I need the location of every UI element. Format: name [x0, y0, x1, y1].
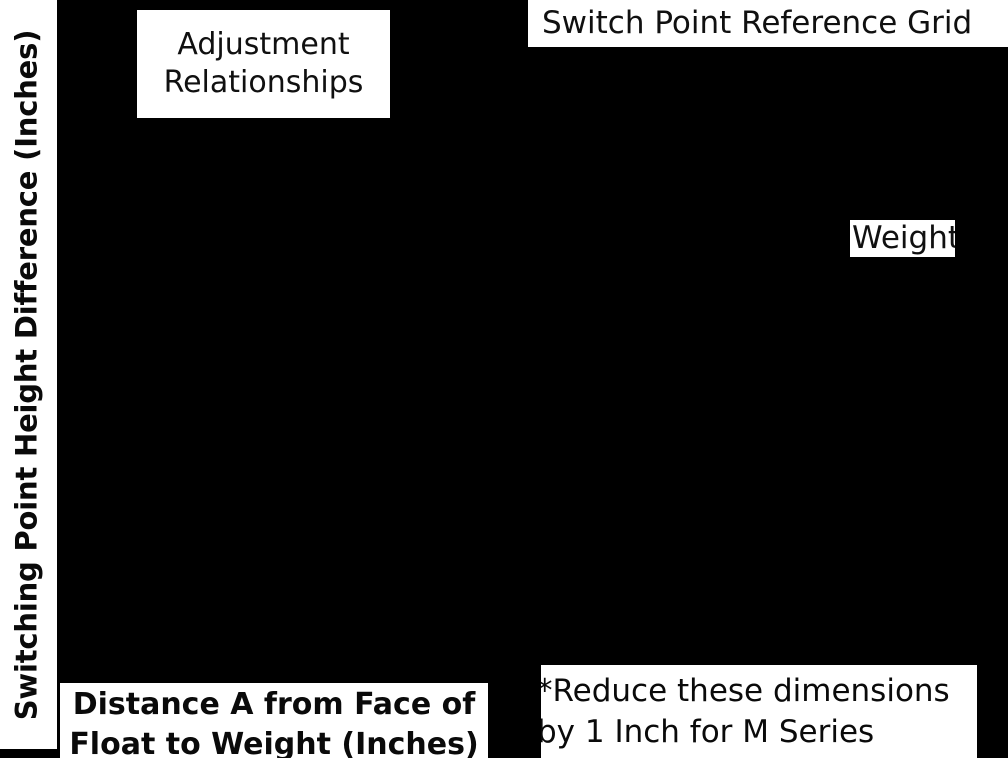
y-axis-label: Switching Point Height Difference (Inche…: [9, 29, 43, 720]
adjustment-relationships-callout: Adjustment Relationships: [137, 10, 390, 118]
y-axis-label-panel: Switching Point Height Difference (Inche…: [0, 0, 57, 749]
footnote-panel: *Reduce these dimensions by 1 Inch for M…: [541, 665, 977, 758]
adjustment-callout-line-1: Adjustment: [177, 26, 350, 62]
chart-title-panel: Switch Point Reference Grid: [528, 0, 1008, 47]
x-axis-label-line-2: Float to Weight (Inches): [69, 726, 479, 758]
footnote-line-1: *Reduce these dimensions: [541, 673, 950, 709]
x-axis-label-line-1: Distance A from Face of: [72, 687, 476, 722]
weight-marker-label: Weight: [850, 220, 955, 257]
x-axis-label-panel: Distance A from Face of Float to Weight …: [60, 683, 488, 758]
adjustment-callout-line-2: Relationships: [163, 65, 364, 100]
chart-title: Switch Point Reference Grid: [542, 5, 973, 41]
weight-marker-text: Weight: [852, 220, 955, 256]
footnote-line-2: by 1 Inch for M Series: [541, 713, 875, 750]
